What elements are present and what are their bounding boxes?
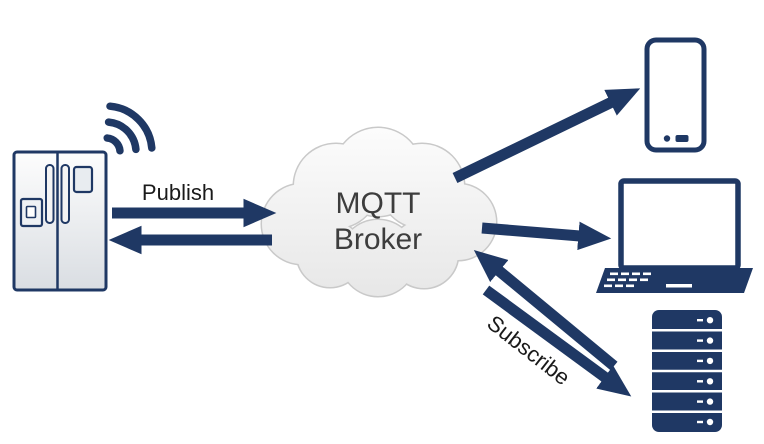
fridge-handle-right [60, 164, 70, 224]
laptop-trackpad [666, 284, 692, 288]
laptop-keyboard-keys [604, 272, 651, 288]
laptop-icon [596, 178, 753, 293]
broker-to-laptop-arrow [481, 221, 612, 251]
laptop-screen [618, 178, 741, 271]
fridge-handle-left [45, 164, 55, 224]
server-bay-separators [652, 329, 722, 413]
phone-body [644, 37, 707, 153]
phone-speaker [675, 135, 689, 142]
publish-label: Publish [142, 180, 214, 205]
smartphone-icon [644, 37, 707, 153]
wifi-signal-icon [103, 102, 156, 155]
broker-to-phone-arrow [452, 88, 641, 183]
server-icon [652, 310, 722, 432]
wifi-arc-inner [103, 134, 124, 155]
wifi-arc-middle [104, 118, 140, 154]
phone-home-button [663, 135, 671, 142]
fridge-dispenser-cup [25, 205, 37, 219]
broker-label-line1: MQTT [336, 187, 421, 220]
fridge-panel [72, 165, 94, 194]
broker-label-line2: Broker [334, 223, 422, 256]
refrigerator-icon [12, 150, 108, 292]
wifi-arc-outer [106, 102, 156, 152]
broker-to-server-arrow [482, 285, 632, 397]
mqtt-broker-cloud: MQTT Broker [260, 126, 498, 298]
subscribe-to-broker-arrow [473, 250, 618, 371]
server-bay-leds [697, 317, 714, 426]
